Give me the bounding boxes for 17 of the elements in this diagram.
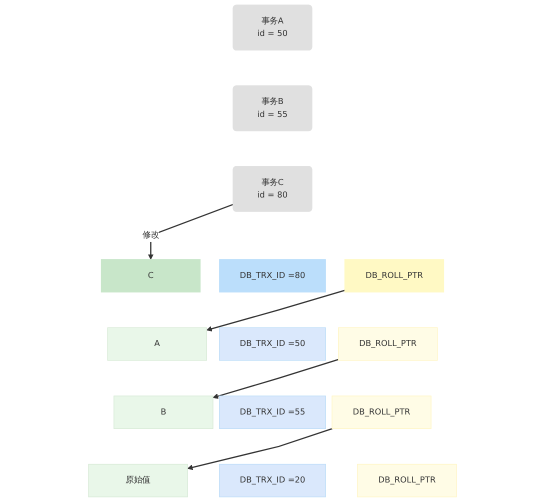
node-box: DB_ROLL_PTR [357,464,457,498]
node-box: 原始值 [88,464,188,498]
node-box: A [107,327,207,361]
node-box: DB_ROLL_PTR [344,259,444,292]
node-box: DB_TRX_ID =55 [219,396,326,429]
node-box: DB_TRX_ID =50 [219,327,326,361]
node-box: B [114,396,214,429]
edge-label: 修改 [142,230,160,240]
node-box: DB_ROLL_PTR [338,327,438,361]
node-box: C [100,259,201,292]
node-box: DB_ROLL_PTR [332,396,432,429]
arrow [206,290,345,332]
arrow [212,358,339,399]
node-box: DB_TRX_ID =20 [219,464,326,498]
arrow [187,428,333,470]
node-box: DB_TRX_ID =80 [219,259,326,292]
arrow [148,204,234,260]
